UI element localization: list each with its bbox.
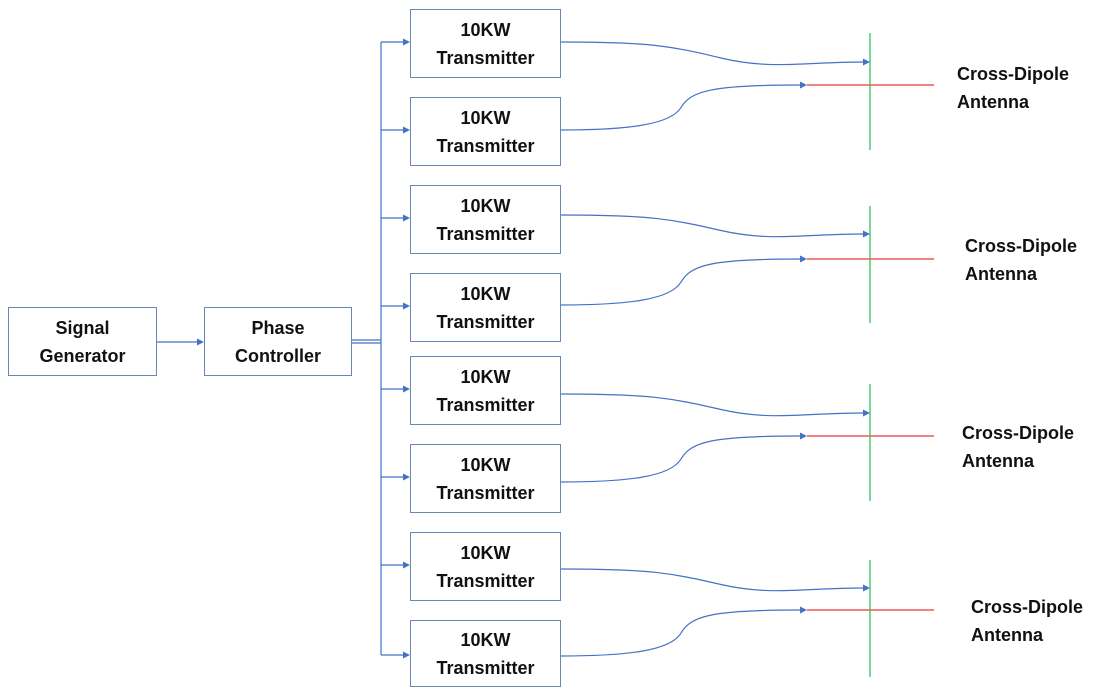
antenna-2-label-line2: Antenna [965, 264, 1037, 284]
transmitter-box-6: 10KW Transmitter [410, 444, 561, 513]
transmitter-4-label-line1: 10KW [460, 283, 511, 304]
phase-controller-label-line2: Controller [234, 345, 321, 366]
transmitter-box-4: 10KW Transmitter [410, 273, 561, 342]
phase-controller-box: Phase Controller [204, 307, 352, 376]
arrowhead-feed-horizontal-1 [800, 81, 807, 89]
transmitter-3-label-line1: 10KW [460, 195, 511, 216]
feed-line-horizontal-3 [560, 435, 801, 483]
feed-line-vertical-3 [560, 393, 864, 417]
transmitter-8-label-line2: Transmitter [436, 657, 535, 678]
arrowhead-transmitter-8 [403, 651, 410, 659]
feed-line-horizontal-4 [560, 609, 801, 657]
transmitter-3-label-line2: Transmitter [436, 223, 535, 244]
antenna-2-label-line1: Cross-Dipole [965, 236, 1078, 256]
feed-line-vertical-1 [560, 41, 864, 66]
antenna-1-label-line2: Antenna [957, 92, 1029, 112]
feed-line-vertical-4 [560, 568, 864, 592]
feed-line-vertical-2 [560, 214, 864, 238]
transmitter-2-label-line1: 10KW [460, 107, 511, 128]
transmitter-6-label-line2: Transmitter [436, 482, 535, 503]
transmitter-7-label-line2: Transmitter [436, 570, 535, 591]
arrowhead-feed-vertical-3 [863, 409, 870, 417]
transmitter-2-label-line2: Transmitter [436, 135, 535, 156]
antenna-4-label-line1: Cross-Dipole [971, 597, 1084, 617]
signal-generator-label-line1: Signal [55, 317, 110, 338]
transmitter-box-7: 10KW Transmitter [410, 532, 561, 601]
transmitter-box-3: 10KW Transmitter [410, 185, 561, 254]
arrowhead-transmitter-3 [403, 214, 410, 222]
phase-controller-label-line1: Phase [251, 317, 305, 338]
arrowhead-feed-horizontal-2 [800, 255, 807, 263]
feed-line-horizontal-2 [560, 258, 801, 306]
arrowhead-transmitter-6 [403, 473, 410, 481]
antenna-label-4: Cross-Dipole Antenna [971, 593, 1083, 649]
arrowhead-feed-vertical-4 [863, 584, 870, 592]
arrowhead-transmitter-5 [403, 385, 410, 393]
signal-generator-label-line2: Generator [39, 345, 126, 366]
transmitter-8-label-line1: 10KW [460, 629, 511, 650]
transmitter-box-5: 10KW Transmitter [410, 356, 561, 425]
transmitter-1-label-line2: Transmitter [436, 47, 535, 68]
transmitter-7-label-line1: 10KW [460, 542, 511, 563]
antenna-4-label-line2: Antenna [971, 625, 1043, 645]
transmitter-4-label-line2: Transmitter [436, 311, 535, 332]
transmitter-box-2: 10KW Transmitter [410, 97, 561, 166]
arrowhead-feed-vertical-1 [863, 58, 870, 66]
antenna-label-1: Cross-Dipole Antenna [957, 60, 1069, 116]
arrowhead-feed-horizontal-3 [800, 432, 807, 440]
arrowhead-transmitter-7 [403, 561, 410, 569]
transmitter-1-label-line1: 10KW [460, 19, 511, 40]
arrowhead-transmitter-1 [403, 38, 410, 46]
antenna-3-label-line1: Cross-Dipole [962, 423, 1075, 443]
transmitter-5-label-line1: 10KW [460, 366, 511, 387]
transmitter-box-8: 10KW Transmitter [410, 620, 561, 687]
arrowhead-feed-horizontal-4 [800, 606, 807, 614]
signal-generator-box: Signal Generator [8, 307, 157, 376]
antenna-1-label-line1: Cross-Dipole [957, 64, 1070, 84]
antenna-label-2: Cross-Dipole Antenna [965, 232, 1077, 288]
transmitter-5-label-line2: Transmitter [436, 394, 535, 415]
antenna-3-label-line2: Antenna [962, 451, 1034, 471]
arrowhead-transmitter-4 [403, 302, 410, 310]
feed-line-horizontal-1 [560, 84, 801, 131]
antenna-label-3: Cross-Dipole Antenna [962, 419, 1074, 475]
transmitter-6-label-line1: 10KW [460, 454, 511, 475]
transmitter-box-1: 10KW Transmitter [410, 9, 561, 78]
arrowhead-feed-vertical-2 [863, 230, 870, 238]
arrowhead-transmitter-2 [403, 126, 410, 134]
arrowhead-generator-to-controller [197, 338, 204, 346]
